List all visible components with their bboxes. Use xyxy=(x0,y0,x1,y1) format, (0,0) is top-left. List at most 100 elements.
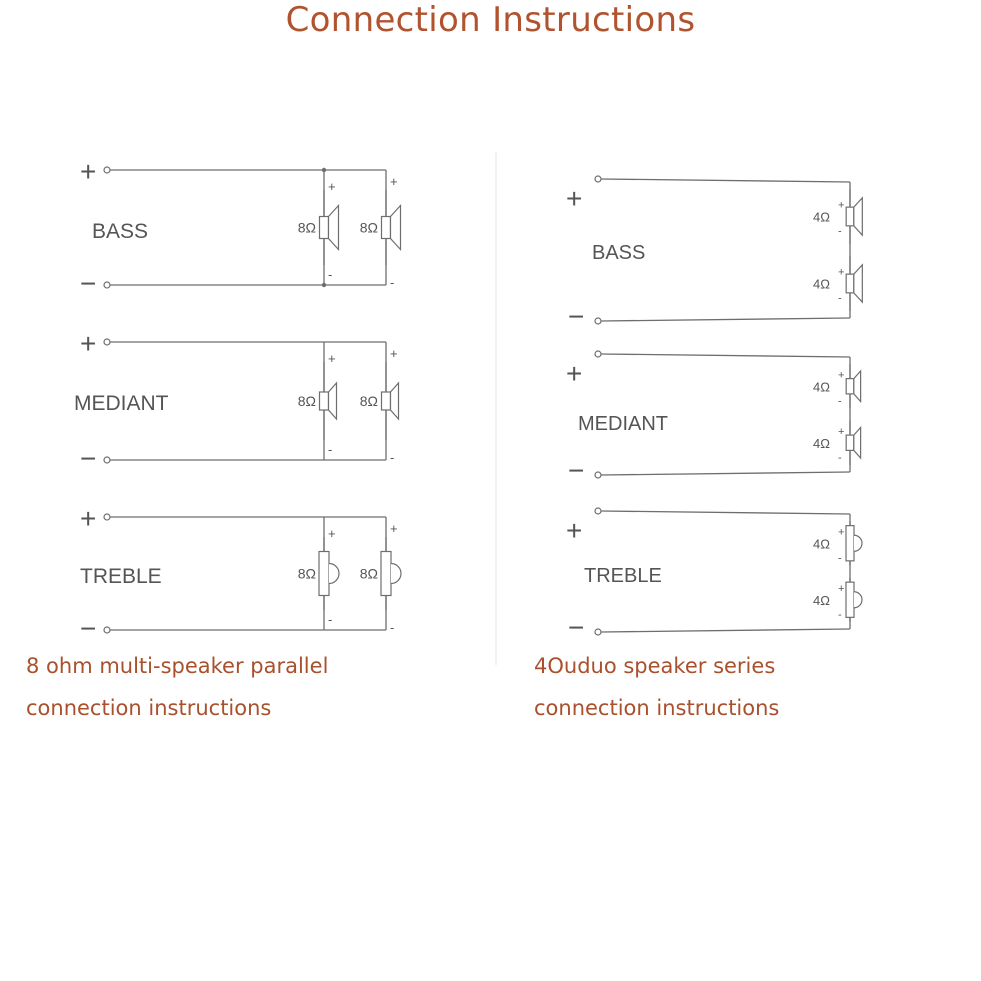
circuit-label: TREBLE xyxy=(584,565,662,587)
terminal-dot xyxy=(103,338,111,346)
tweeter-dome xyxy=(328,562,340,585)
circuit-label: BASS xyxy=(592,242,645,264)
speaker-minus-sign: - xyxy=(838,609,842,621)
impedance-label: 8Ω xyxy=(298,566,316,582)
series-caption: 4Ouduo speaker series connection instruc… xyxy=(534,645,779,729)
impedance-label: 8Ω xyxy=(360,393,378,409)
midrange-speaker-icon xyxy=(845,420,862,465)
junction-dot xyxy=(321,167,327,173)
speaker-magnet xyxy=(845,434,855,452)
speaker-plus-sign: + xyxy=(390,174,398,189)
series-caption-line-1: 4Ouduo speaker series xyxy=(534,654,776,678)
positive-terminal-sign: + xyxy=(566,358,582,389)
midrange-speaker-icon xyxy=(380,362,400,440)
woofer-speaker-icon xyxy=(318,190,340,265)
speaker-minus-sign: - xyxy=(838,452,842,464)
speaker-minus-sign: - xyxy=(390,275,394,290)
tweeter-body xyxy=(845,581,855,618)
speaker-magnet xyxy=(845,273,855,294)
speaker-plus-sign: + xyxy=(838,369,844,381)
speaker-minus-sign: - xyxy=(390,620,394,635)
series-caption-line-2: connection instructions xyxy=(534,696,780,720)
page-title: Connection Instructions xyxy=(285,0,696,40)
speaker-magnet xyxy=(380,215,392,240)
impedance-label: 4Ω xyxy=(813,277,830,292)
speaker-minus-sign: - xyxy=(838,226,842,238)
circuit-label: MEDIANT xyxy=(578,413,668,435)
speaker-plus-sign: + xyxy=(838,526,844,538)
negative-terminal-sign: − xyxy=(80,613,96,644)
positive-terminal-sign: + xyxy=(566,183,582,214)
parallel-caption-line-2: connection instructions xyxy=(26,696,272,720)
impedance-label: 8Ω xyxy=(360,220,378,236)
speaker-cone xyxy=(853,196,863,237)
tweeter-speaker-icon xyxy=(380,537,402,610)
speaker-plus-sign: + xyxy=(390,521,398,536)
positive-terminal-sign: + xyxy=(80,328,96,359)
terminal-dot xyxy=(594,175,602,183)
speaker-minus-sign: - xyxy=(328,442,332,457)
speaker-minus-sign: - xyxy=(838,293,842,305)
negative-line-wire xyxy=(600,471,851,476)
negative-line-wire xyxy=(600,628,851,633)
speaker-plus-sign: + xyxy=(328,526,336,541)
speaker-plus-sign: + xyxy=(838,200,844,212)
tweeter-dome xyxy=(853,591,863,609)
tweeter-speaker-icon xyxy=(845,521,863,566)
speaker-plus-sign: + xyxy=(838,583,844,595)
series-circuit-treble: + − TREBLE 4Ω 4Ω + + - - xyxy=(566,507,863,643)
parallel-caption-line-1: 8 ohm multi-speaker parallel xyxy=(26,654,329,678)
speaker-magnet xyxy=(845,378,855,395)
tweeter-speaker-icon xyxy=(845,577,863,622)
parallel-caption: 8 ohm multi-speaker parallel connection … xyxy=(26,645,328,729)
speaker-cone xyxy=(853,369,862,404)
speaker-cone xyxy=(327,203,340,252)
negative-line-wire xyxy=(600,317,851,322)
circuit-label: TREBLE xyxy=(80,565,162,588)
terminal-dot xyxy=(594,507,602,515)
speaker-minus-sign: - xyxy=(328,267,332,282)
speaker-magnet xyxy=(318,391,330,411)
terminal-dot xyxy=(103,281,111,289)
tweeter-dome xyxy=(390,562,402,585)
terminal-dot xyxy=(594,628,602,636)
speaker-magnet xyxy=(845,206,855,227)
terminal-dot xyxy=(103,166,111,174)
speaker-cone xyxy=(853,263,863,304)
negative-terminal-sign: − xyxy=(568,612,584,643)
impedance-label: 8Ω xyxy=(360,566,378,582)
positive-terminal-sign: + xyxy=(566,515,582,546)
woofer-speaker-icon xyxy=(845,256,863,311)
negative-terminal-sign: − xyxy=(568,301,584,332)
midrange-speaker-icon xyxy=(845,364,862,409)
speaker-cone xyxy=(389,381,400,421)
impedance-label: 4Ω xyxy=(813,593,830,608)
speaker-minus-sign: - xyxy=(390,450,394,465)
terminal-dot xyxy=(594,317,602,325)
terminal-dot xyxy=(103,513,111,521)
speaker-plus-sign: + xyxy=(328,179,336,194)
tweeter-body xyxy=(845,525,855,562)
speaker-plus-sign: + xyxy=(328,351,336,366)
negative-terminal-sign: − xyxy=(80,443,96,474)
woofer-speaker-icon xyxy=(845,189,863,244)
impedance-label: 4Ω xyxy=(813,536,830,551)
speaker-plus-sign: + xyxy=(390,346,398,361)
positive-terminal-sign: + xyxy=(80,156,96,187)
terminal-dot xyxy=(594,471,602,479)
positive-line-wire xyxy=(600,353,851,358)
woofer-speaker-icon xyxy=(380,190,402,265)
tweeter-speaker-icon xyxy=(318,537,340,610)
speaker-cone xyxy=(389,203,402,252)
tweeter-body xyxy=(318,550,330,597)
speaker-plus-sign: + xyxy=(838,267,844,279)
speaker-minus-sign: - xyxy=(838,552,842,564)
speaker-cone xyxy=(853,425,862,460)
circuit-label: BASS xyxy=(92,220,148,243)
midrange-speaker-icon xyxy=(318,362,338,440)
